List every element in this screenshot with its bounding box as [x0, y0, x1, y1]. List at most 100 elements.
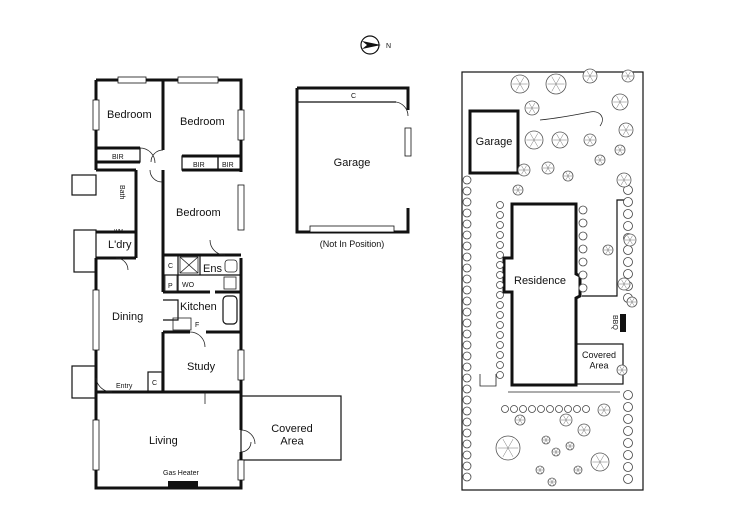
tree-icon [551, 131, 569, 149]
tree-icon [618, 122, 634, 138]
shrub-icon [496, 361, 504, 369]
shrub-icon [623, 414, 633, 424]
tree-icon [577, 423, 591, 437]
shrub-icon [578, 270, 588, 280]
garage-plan: C Garage (Not In Position) [295, 86, 412, 249]
shrub-icon [578, 231, 588, 241]
shrub-icon [496, 201, 504, 209]
shrub-icon [496, 281, 504, 289]
shrub-icon [462, 241, 472, 251]
wm-label: WM [114, 229, 123, 235]
shrub-icon [496, 271, 504, 279]
shrub-icon [623, 426, 633, 436]
tree-icon [524, 100, 540, 116]
garage-cupboard-label: C [351, 93, 356, 100]
site-residence [502, 202, 582, 387]
shrub-icon [462, 373, 472, 383]
bbq [620, 314, 626, 332]
shrub-icon [582, 405, 590, 413]
shrub-icon [578, 283, 588, 293]
shrub-icon [462, 296, 472, 306]
shrub-icon [578, 205, 588, 215]
tree-icon [597, 403, 611, 417]
shrub-icon [496, 261, 504, 269]
tree-icon [545, 73, 567, 95]
shrub-icon [462, 274, 472, 284]
shrub-icon [578, 244, 588, 254]
shrub-icon [623, 221, 633, 231]
shrub-icon [623, 402, 633, 412]
shrub-icon [462, 175, 472, 185]
site-residence-label: Residence [514, 275, 566, 287]
entry-label: Entry [116, 383, 133, 390]
tree-icon [594, 154, 606, 166]
shrub-icon [573, 405, 581, 413]
tree-icon [517, 163, 531, 177]
shrub-icon [496, 211, 504, 219]
tree-icon [510, 74, 530, 94]
tree-icon [541, 435, 551, 445]
shrub-icon [496, 341, 504, 349]
tree-icon [547, 477, 557, 487]
shrub-icon [462, 384, 472, 394]
shrub-icon [462, 472, 472, 482]
shrub-icon [623, 390, 633, 400]
tree-icon [551, 447, 561, 457]
tree-icon [617, 277, 631, 291]
shrub-icon [496, 331, 504, 339]
shrub-icon [462, 428, 472, 438]
bir-1-label: BIR [112, 154, 124, 161]
tree-icon [602, 244, 614, 256]
shrub-icon [462, 318, 472, 328]
tree-icon [562, 170, 574, 182]
bbq-label: BBQ [611, 315, 618, 330]
shrub-icon [528, 405, 536, 413]
shrub-icon [578, 257, 588, 267]
tree-icon [514, 414, 526, 426]
ensuite-label: Ens [203, 263, 222, 275]
tree-icon [616, 172, 632, 188]
shrub-icon [462, 461, 472, 471]
bath-label: Bath [118, 185, 125, 200]
shrub-icon [510, 405, 518, 413]
shrub-icon [462, 340, 472, 350]
shrub-icon [501, 405, 509, 413]
shrub-icon [623, 438, 633, 448]
fridge-label: F [195, 322, 199, 329]
tree-icon [495, 435, 521, 461]
shrub-icon [496, 301, 504, 309]
tree-icon [573, 465, 583, 475]
bedroom-1-label: Bedroom [107, 109, 152, 121]
tree-icon [535, 465, 545, 475]
tree-icon [565, 441, 575, 451]
shrub-icon [578, 218, 588, 228]
shrub-icon [462, 230, 472, 240]
site-boundary [461, 71, 644, 491]
shrub-icon [462, 285, 472, 295]
tree-icon [590, 452, 610, 472]
dining-label: Dining [112, 311, 143, 323]
north-arrow-icon [362, 41, 381, 49]
shrub-icon [496, 321, 504, 329]
shrub-icon [496, 221, 504, 229]
shrub-icon [462, 252, 472, 262]
tree-icon [623, 233, 637, 247]
bath-bay [71, 174, 97, 196]
tree-icon [582, 68, 598, 84]
gas-heater-label: Gas Heater [163, 470, 199, 477]
laundry-bay-window [73, 229, 97, 273]
site-covered-area [575, 343, 624, 385]
bedroom-2-label: Bedroom [180, 116, 225, 128]
tree-icon [611, 93, 629, 111]
shrub-icon [623, 450, 633, 460]
shrub-icon [623, 269, 633, 279]
garage-label: Garage [334, 157, 371, 169]
shrub-icon [462, 186, 472, 196]
bedroom-3-label: Bedroom [176, 207, 221, 219]
shrub-icon [496, 251, 504, 259]
shrub-icon [496, 231, 504, 239]
shrub-icon [462, 263, 472, 273]
living-label: Living [149, 435, 178, 447]
